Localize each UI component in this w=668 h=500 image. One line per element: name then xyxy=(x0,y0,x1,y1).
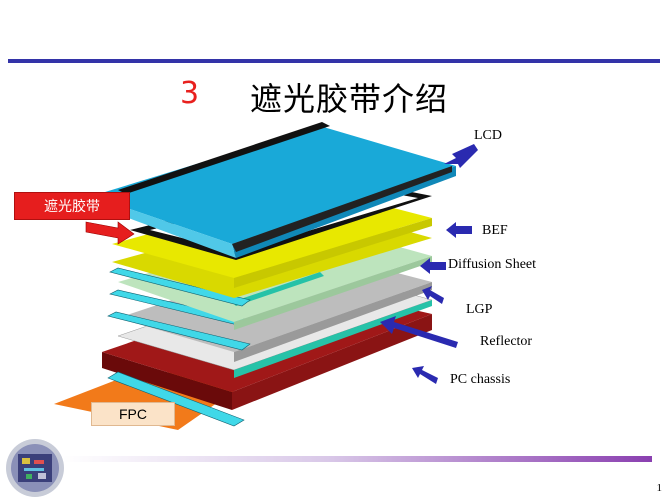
pc-chassis-side-right xyxy=(232,314,432,410)
pc-chassis-side-left xyxy=(102,352,232,410)
top-rule xyxy=(8,59,660,63)
label-lcd: LCD xyxy=(474,128,502,143)
label-lgp: LGP xyxy=(466,302,493,317)
fpc-tape-strip xyxy=(107,371,245,427)
diffusion-tape-strip xyxy=(232,272,324,306)
lgp-edge xyxy=(234,282,432,362)
company-logo-icon xyxy=(6,439,64,497)
lgp-tape-strip-1 xyxy=(107,311,251,351)
slide-title: 3 遮光胶带介绍 xyxy=(0,72,668,118)
label-bef: BEF xyxy=(482,223,508,238)
label-diffusion-sheet: Diffusion Sheet xyxy=(448,257,537,272)
label-reflector: Reflector xyxy=(480,334,533,349)
tape-callout-box: 遮光胶带 xyxy=(14,192,130,220)
lcd-top-black-edge xyxy=(118,122,330,194)
bef-pointer-arrow xyxy=(446,222,472,238)
tape-pointer-arrow xyxy=(85,221,135,245)
lgp-pointer-arrow xyxy=(422,286,444,304)
lcd-layer xyxy=(92,126,456,244)
fpc-label-box: FPC xyxy=(91,402,175,426)
reflector-pointer-arrow xyxy=(380,316,458,348)
chassis-pointer-arrow xyxy=(412,366,438,384)
diffusion-edge xyxy=(234,256,432,330)
diffusion-pointer-arrow xyxy=(420,258,446,274)
slide-title-text: 遮光胶带介绍 xyxy=(250,80,449,118)
lcd-black-stripe xyxy=(232,166,452,252)
slide-number: 3 xyxy=(180,76,200,111)
label-pc-chassis: PC chassis xyxy=(450,372,511,387)
bottom-rule xyxy=(62,456,652,462)
lcd-pointer-arrow xyxy=(444,144,478,168)
bef-upper-edge xyxy=(234,218,432,288)
page-number: 1 xyxy=(656,482,663,494)
diffusion-tape-strip-left xyxy=(109,267,251,307)
reflector-teal-edge xyxy=(234,300,432,378)
